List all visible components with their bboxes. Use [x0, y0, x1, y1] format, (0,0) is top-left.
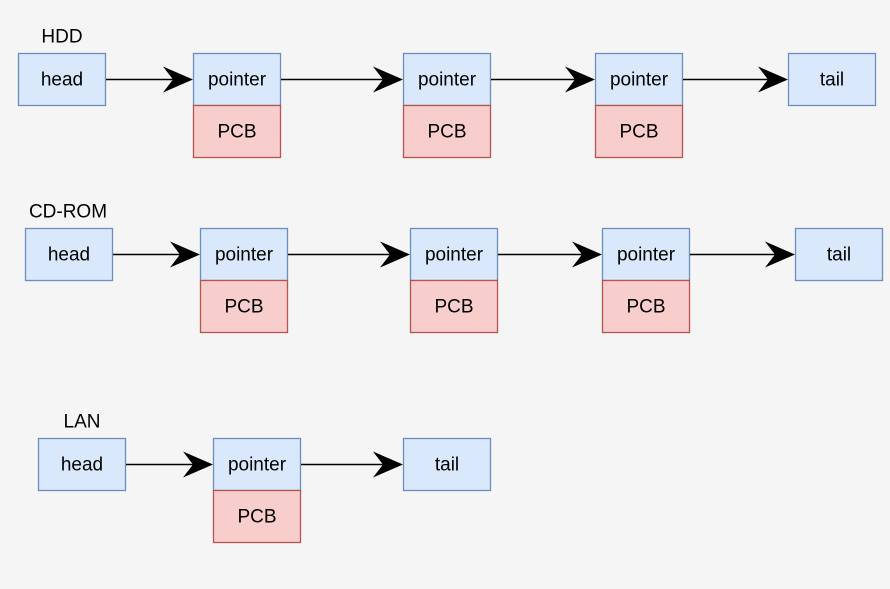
head-node-rect [17, 52, 107, 107]
pcb-cell-label: PCB [619, 122, 658, 143]
pointer-cell: pointer [212, 437, 302, 492]
pointer-cell: pointer [402, 52, 492, 107]
arrow-head [572, 241, 602, 268]
pointer-cell-label: pointer [208, 70, 267, 91]
arrow-head [163, 66, 193, 93]
pcb-cell-rect [594, 104, 684, 159]
arrow [106, 66, 193, 93]
pcb-cell-rect [212, 489, 302, 544]
pointer-cell-label: pointer [610, 70, 669, 91]
queue-label: CD-ROM [29, 202, 107, 223]
tail-node-label: tail [820, 70, 844, 91]
pcb-cell: PCB [212, 489, 302, 544]
pcb-cell: PCB [192, 104, 282, 159]
pcb-cell-rect [192, 104, 282, 159]
head-node-rect [37, 437, 127, 492]
pcb-cell-label: PCB [427, 122, 466, 143]
pointer-cell-rect [192, 52, 282, 107]
pointer-cell: pointer [199, 227, 289, 282]
pointer-cell-label: pointer [425, 245, 484, 266]
arrow [288, 241, 410, 268]
arrow-head [765, 241, 795, 268]
pcb-cell-rect [402, 104, 492, 159]
pcb-cell-label: PCB [626, 297, 665, 318]
head-node: head [24, 227, 114, 282]
arrow-head [373, 451, 403, 478]
tail-node-rect [794, 227, 884, 282]
pcb-cell-label: PCB [217, 122, 256, 143]
pcb-cell: PCB [402, 104, 492, 159]
pointer-cell: pointer [594, 52, 684, 107]
pcb-cell: PCB [601, 279, 691, 334]
tail-node-label: tail [827, 245, 851, 266]
pointer-cell-label: pointer [215, 245, 274, 266]
head-node-label: head [48, 245, 90, 266]
arrow-head [380, 241, 410, 268]
arrow-head [373, 66, 403, 93]
arrow-head [565, 66, 595, 93]
arrow [498, 241, 602, 268]
pointer-cell-label: pointer [228, 455, 287, 476]
arrow-head [183, 451, 213, 478]
pcb-cell-label: PCB [434, 297, 473, 318]
arrow [683, 66, 788, 93]
head-node: head [37, 437, 127, 492]
pcb-cell: PCB [199, 279, 289, 334]
pcb-cell: PCB [594, 104, 684, 159]
arrow [126, 451, 213, 478]
arrow [491, 66, 595, 93]
tail-node-rect [402, 437, 492, 492]
pointer-cell-label: pointer [617, 245, 676, 266]
tail-node: tail [794, 227, 884, 282]
pcb-cell-label: PCB [237, 507, 276, 528]
tail-node-label: tail [435, 455, 459, 476]
arrow [113, 241, 200, 268]
pcb-cell: PCB [409, 279, 499, 334]
pointer-cell: pointer [409, 227, 499, 282]
queue-label: HDD [41, 27, 82, 48]
pointer-cell-rect [199, 227, 289, 282]
pointer-cell-rect [402, 52, 492, 107]
arrow-head [758, 66, 788, 93]
head-node-label: head [61, 455, 103, 476]
pointer-cell-label: pointer [418, 70, 477, 91]
tail-node: tail [787, 52, 877, 107]
arrow-head [170, 241, 200, 268]
pcb-cell-rect [409, 279, 499, 334]
pcb-cell-rect [199, 279, 289, 334]
pcb-cell-rect [601, 279, 691, 334]
pcb-cell-label: PCB [224, 297, 263, 318]
arrow [690, 241, 795, 268]
arrow [281, 66, 403, 93]
pointer-cell: pointer [192, 52, 282, 107]
tail-node: tail [402, 437, 492, 492]
pointer-cell-rect [409, 227, 499, 282]
tail-node-rect [787, 52, 877, 107]
head-node-rect [24, 227, 114, 282]
head-node: head [17, 52, 107, 107]
pointer-cell-rect [594, 52, 684, 107]
queue-label: LAN [64, 412, 101, 433]
pointer-cell: pointer [601, 227, 691, 282]
pointer-cell-rect [212, 437, 302, 492]
arrow [301, 451, 403, 478]
head-node-label: head [41, 70, 83, 91]
